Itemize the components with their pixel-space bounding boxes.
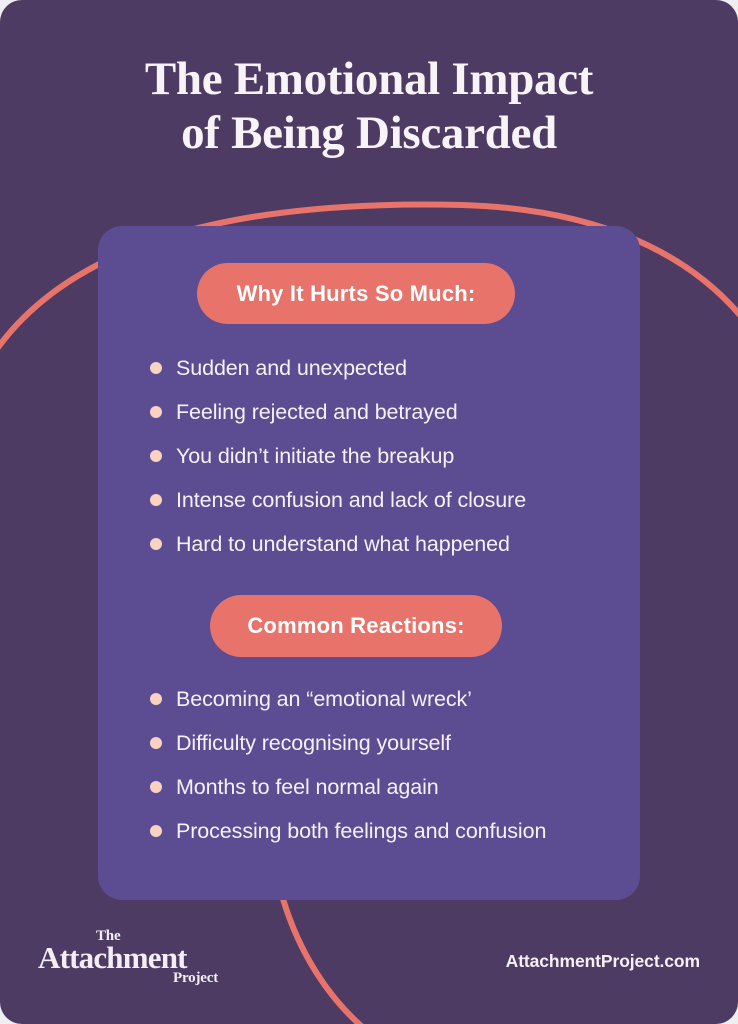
bullet-dot-icon (150, 737, 162, 749)
page-title: The Emotional Impact of Being Discarded (0, 52, 738, 160)
list-item: Sudden and unexpected (142, 346, 622, 390)
bullet-dot-icon (150, 825, 162, 837)
bullet-list-why-it-hurts: Sudden and unexpected Feeling rejected a… (142, 346, 622, 566)
bullet-dot-icon (150, 494, 162, 506)
site-url-label[interactable]: AttachmentProject.com (505, 951, 700, 971)
list-item-label: Feeling rejected and betrayed (176, 399, 458, 424)
list-item: Becoming an “emotional wreck’ (142, 677, 622, 721)
logo-word-the: The (96, 928, 121, 944)
list-item: Hard to understand what happened (142, 522, 622, 566)
list-item-label: Hard to understand what happened (176, 531, 510, 556)
list-item: You didn’t initiate the breakup (142, 434, 622, 478)
section-heading-common-reactions: Common Reactions: (210, 595, 502, 657)
list-item: Months to feel normal again (142, 765, 622, 809)
arc-bottom-circle (280, 896, 364, 1024)
bullet-dot-icon (150, 693, 162, 705)
section-heading-label: Why It Hurts So Much: (236, 280, 476, 306)
list-item-label: You didn’t initiate the breakup (176, 443, 455, 468)
list-item-label: Processing both feelings and confusion (176, 818, 547, 843)
section-heading-why-it-hurts: Why It Hurts So Much: (197, 263, 515, 324)
list-item-label: Difficulty recognising yourself (176, 730, 451, 755)
title-line-2: of Being Discarded (181, 107, 557, 159)
list-item: Processing both feelings and confusion (142, 809, 622, 853)
bullet-list-common-reactions: Becoming an “emotional wreck’ Difficulty… (142, 677, 622, 853)
bullet-dot-icon (150, 781, 162, 793)
list-item-label: Sudden and unexpected (176, 355, 408, 380)
bullet-dot-icon (150, 538, 162, 550)
logo-word-project: Project (173, 970, 218, 986)
brand-logo[interactable]: The Attachment Project (38, 928, 218, 986)
list-item-label: Becoming an “emotional wreck’ (176, 686, 472, 711)
content-panel: Why It Hurts So Much: Sudden and unexpec… (98, 226, 640, 900)
section-heading-label: Common Reactions: (247, 613, 465, 638)
bullet-dot-icon (150, 450, 162, 462)
list-item: Difficulty recognising yourself (142, 721, 622, 765)
bullet-dot-icon (150, 362, 162, 374)
logo-word-attachment: Attachment (38, 940, 187, 975)
list-item-label: Months to feel normal again (176, 774, 439, 799)
list-item: Feeling rejected and betrayed (142, 390, 622, 434)
title-line-1: The Emotional Impact (144, 53, 594, 105)
bullet-dot-icon (150, 406, 162, 418)
list-item: Intense confusion and lack of closure (142, 478, 622, 522)
list-item-label: Intense confusion and lack of closure (176, 487, 527, 512)
